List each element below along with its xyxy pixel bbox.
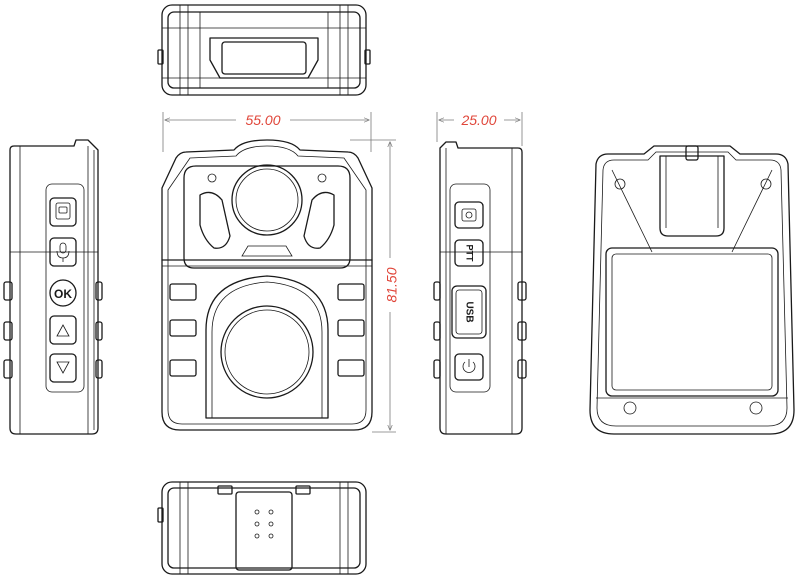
back-view xyxy=(589,145,795,435)
camera-lens xyxy=(231,164,303,236)
power-button[interactable] xyxy=(454,353,484,381)
usb-port[interactable]: USB xyxy=(451,285,487,339)
front-view xyxy=(161,139,373,431)
left-side-view: OK xyxy=(3,139,103,435)
arrow-down-icon xyxy=(56,361,70,374)
depth-dimension-label: 25.00 xyxy=(460,112,496,128)
speaker-holes xyxy=(254,509,274,539)
width-dimension-label: 55.00 xyxy=(245,112,280,128)
width-dimension: 55.00 xyxy=(162,110,372,152)
camera-icon xyxy=(461,208,477,222)
top-view xyxy=(157,4,371,96)
down-button[interactable] xyxy=(49,353,77,383)
depth-dimension: 25.00 xyxy=(436,110,523,146)
bottom-view xyxy=(157,481,367,575)
microphone-icon xyxy=(56,242,70,262)
height-dimension-label: 81.50 xyxy=(384,267,400,302)
ptt-button[interactable]: PTT xyxy=(454,239,484,267)
ok-button[interactable]: OK xyxy=(49,279,77,307)
usb-port-label: USB xyxy=(463,301,474,322)
ok-button-label: OK xyxy=(54,287,72,301)
record-button[interactable] xyxy=(49,197,77,227)
height-dimension: 81.50 xyxy=(350,139,400,433)
ptt-button-label: PTT xyxy=(465,245,475,263)
power-icon xyxy=(462,359,476,373)
camera-button[interactable] xyxy=(454,201,484,229)
right-side-view: PTT USB xyxy=(433,141,527,435)
lower-lens-ring xyxy=(220,305,314,399)
arrow-up-icon xyxy=(56,324,70,337)
video-record-icon xyxy=(55,202,71,220)
microphone-button[interactable] xyxy=(49,237,77,267)
up-button[interactable] xyxy=(49,315,77,345)
